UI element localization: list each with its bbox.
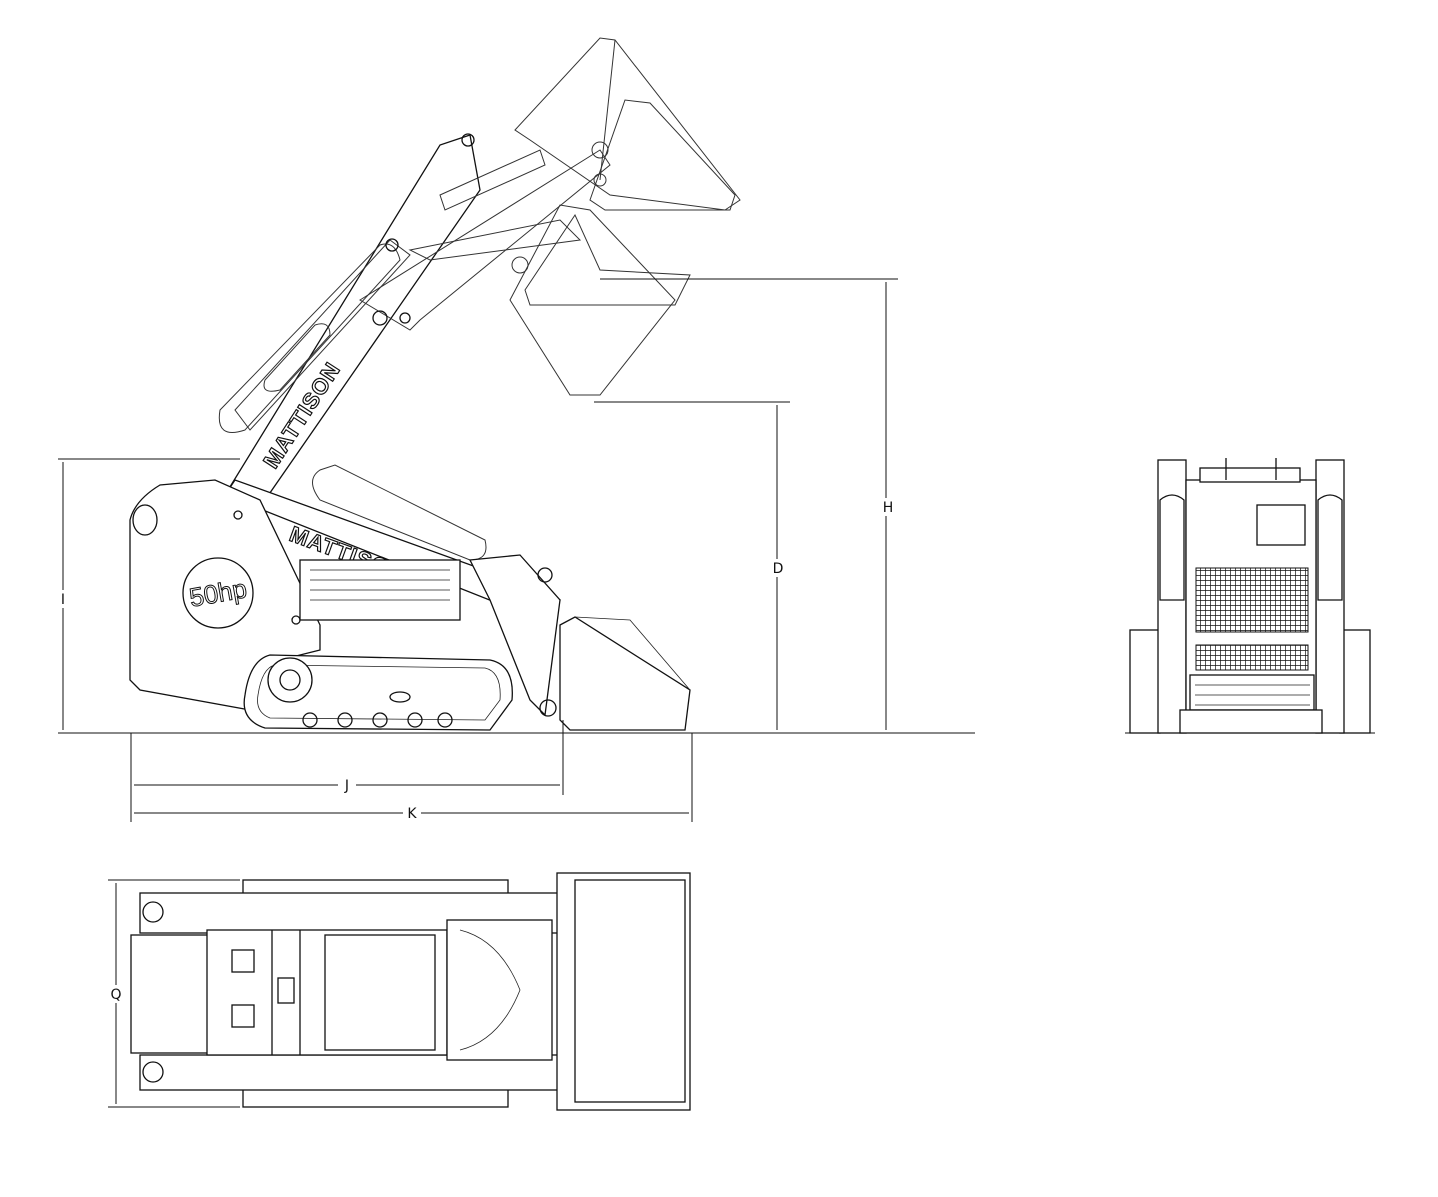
dimension-J: J	[130, 720, 564, 822]
raised-bucket-positions	[509, 37, 741, 396]
power-badge	[182, 557, 254, 629]
dimension-I: I	[56, 458, 240, 730]
dimension-label-I: I	[61, 592, 65, 608]
dimension-label-Q: Q	[110, 987, 121, 1003]
raised-arm: MATTISON	[218, 133, 611, 501]
dimension-label-K: K	[407, 806, 417, 822]
track	[243, 654, 513, 731]
side-view: MATTISON MATTISON 50hp	[56, 37, 975, 822]
top-view-bucket	[556, 872, 691, 1111]
dimension-label-H: H	[883, 500, 894, 516]
dimension-Q: Q	[108, 879, 240, 1108]
dimension-H: H	[600, 278, 898, 730]
dimension-label-J: J	[344, 778, 349, 794]
front-grille	[1195, 567, 1309, 633]
top-view: Q	[108, 872, 691, 1111]
bucket-lowered	[559, 616, 691, 731]
machine-body: 50hp	[129, 479, 461, 711]
dimension-K: K	[134, 733, 693, 822]
dimension-label-D: D	[773, 561, 784, 577]
dimension-D: D	[594, 401, 790, 730]
front-view	[1125, 458, 1375, 734]
